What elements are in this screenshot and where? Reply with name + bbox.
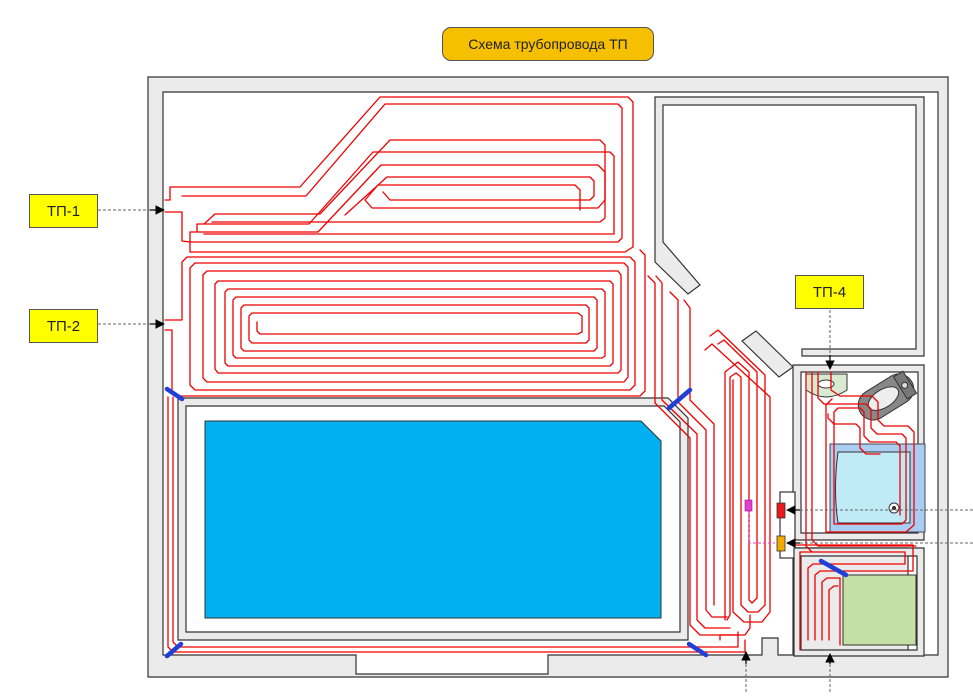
arrows (150, 205, 835, 664)
pool-room-wall (177, 397, 689, 641)
fitting-pink (744, 499, 753, 512)
diagram-title: Схема трубопровода ТП (442, 27, 654, 61)
bathroom-wall (792, 364, 925, 541)
pipe-loop-zone-1 (164, 96, 634, 253)
label-tp-2: ТП-2 (29, 309, 98, 343)
wall-stub (741, 330, 794, 378)
pipe-loop-bathroom (794, 371, 915, 651)
pool (204, 420, 662, 619)
feed-lines (98, 209, 973, 692)
separator-pool-corner (666, 387, 693, 411)
room-wall-top-right (654, 96, 925, 357)
separators (164, 386, 849, 659)
pipe-loop-zone-4 (704, 329, 771, 623)
bathtub (835, 451, 911, 524)
toilet (857, 370, 918, 421)
collector-red (776, 502, 786, 519)
label-tp-1: ТП-1 (29, 194, 98, 228)
collectors (744, 499, 786, 552)
label-tp-4: ТП-4 (795, 275, 864, 309)
separator-left-bottom (164, 641, 184, 659)
pipe-loop-zone-2 (164, 249, 646, 397)
pink-to-orange-link (748, 512, 775, 544)
lower-room-wall (793, 547, 925, 657)
separator-left-top (164, 386, 185, 402)
collector-orange (776, 535, 786, 552)
bathroom-fixtures (805, 370, 926, 533)
separator-lower-room (818, 558, 849, 578)
green-area (842, 574, 917, 646)
separator-bottom-right (686, 641, 709, 658)
